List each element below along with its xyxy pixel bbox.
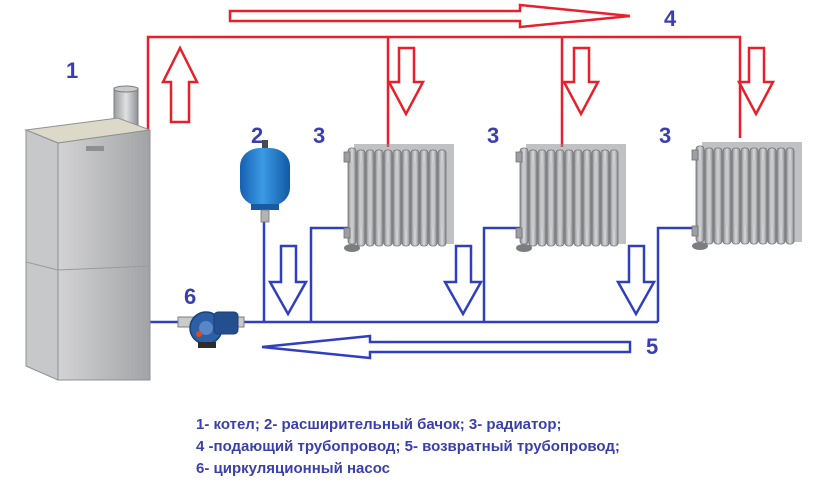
legend: 1- котел; 2- расширительный бачок; 3- ра…	[196, 414, 816, 480]
label-pump: 6	[184, 284, 196, 309]
supply-drop-arrow-1	[386, 46, 426, 117]
supply-drop-arrow-3	[736, 46, 776, 117]
supply-drop-arrow-2	[561, 46, 601, 117]
supply-pipeline	[146, 35, 742, 147]
legend-line-2: 4 -подающий трубопровод; 5- возвратный т…	[196, 438, 620, 455]
return-drop-arrow-3	[615, 244, 657, 317]
label-radiator-2: 3	[487, 123, 499, 148]
return-drop-arrow-1	[267, 244, 309, 317]
legend-line-1: 1- котел; 2- расширительный бачок; 3- ра…	[196, 416, 562, 433]
label-return-pipe: 5	[646, 334, 658, 359]
return-main-arrow-left	[261, 334, 632, 360]
supply-main-arrow-right	[228, 3, 631, 29]
label-boiler: 1	[66, 58, 78, 83]
legend-line-3: 6- циркуляционный насос	[196, 460, 391, 477]
boiler	[24, 85, 151, 381]
boiler-front	[25, 129, 59, 381]
label-radiator-1: 3	[313, 123, 325, 148]
radiators	[343, 142, 802, 252]
return-drop-arrow-2	[442, 244, 484, 317]
boiler-side	[57, 129, 151, 381]
expansion-tank	[240, 140, 290, 223]
circulation-pump	[177, 311, 245, 348]
supply-riser-arrow-up	[160, 45, 200, 124]
radiator	[515, 144, 626, 252]
number-labels: 1 2 3 3 3 4 5 6	[66, 6, 677, 359]
label-radiator-3: 3	[659, 123, 671, 148]
label-supply-pipe: 4	[664, 6, 677, 31]
return-flow-arrows	[261, 244, 657, 360]
radiator	[343, 144, 454, 252]
label-expansion-tank: 2	[251, 123, 263, 148]
supply-flow-arrows	[160, 3, 776, 124]
radiator	[691, 142, 802, 250]
